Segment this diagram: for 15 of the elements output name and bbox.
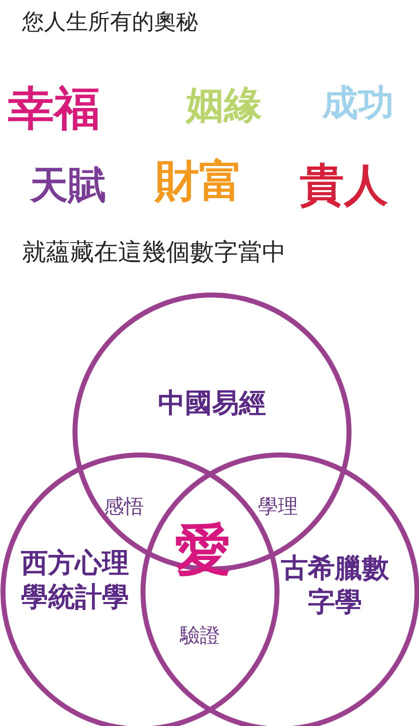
keyword: 財富	[155, 160, 243, 204]
overlap-label: 驗證	[180, 625, 220, 645]
overlap-label: 學理	[258, 496, 298, 516]
center-label: 愛	[175, 523, 231, 579]
heading-text: 您人生所有的奧秘	[22, 12, 198, 34]
keyword: 姻緣	[186, 86, 262, 124]
circle-title: 西方心理學統計學	[20, 547, 130, 614]
circle-title: 古希臘數字學	[280, 552, 390, 620]
keyword: 天賦	[30, 166, 106, 204]
subheading-text: 就蘊藏在這幾個數字當中	[22, 240, 286, 264]
keyword: 幸福	[8, 85, 100, 131]
keyword: 成功	[322, 86, 394, 122]
circle-title: 中國易經	[157, 387, 267, 421]
keyword: 貴人	[300, 164, 388, 208]
overlap-label: 感悟	[104, 496, 144, 516]
